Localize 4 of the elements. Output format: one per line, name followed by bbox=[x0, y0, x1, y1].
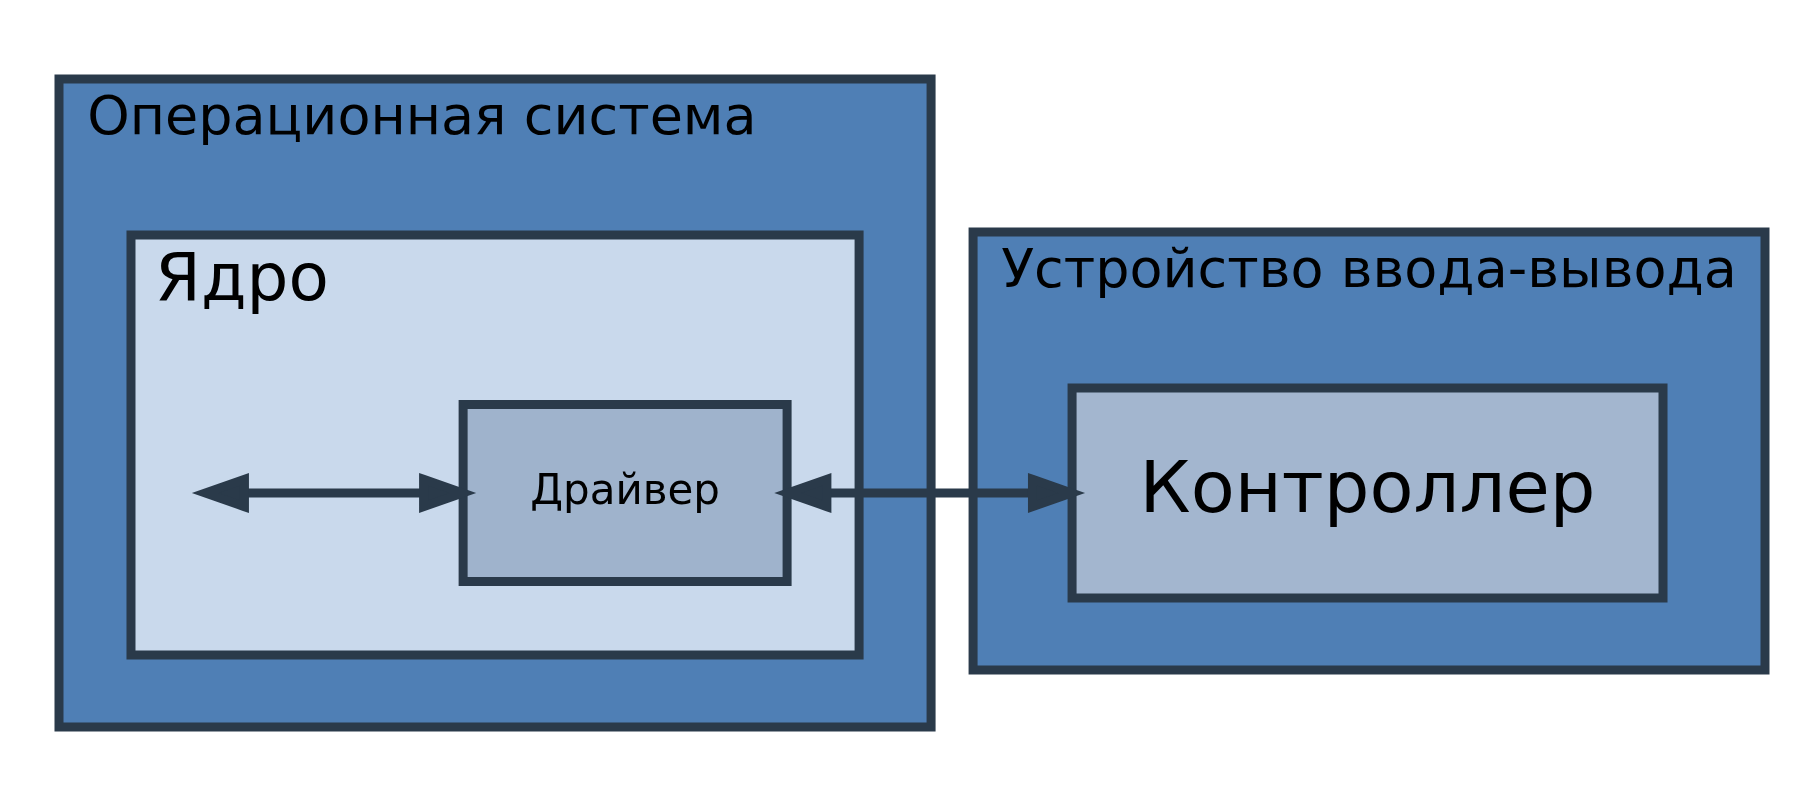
arrow bbox=[191, 473, 476, 513]
node-box: Драйвер bbox=[458, 400, 792, 586]
arrow bbox=[773, 473, 1085, 513]
node-box: Контроллер bbox=[1067, 383, 1667, 603]
